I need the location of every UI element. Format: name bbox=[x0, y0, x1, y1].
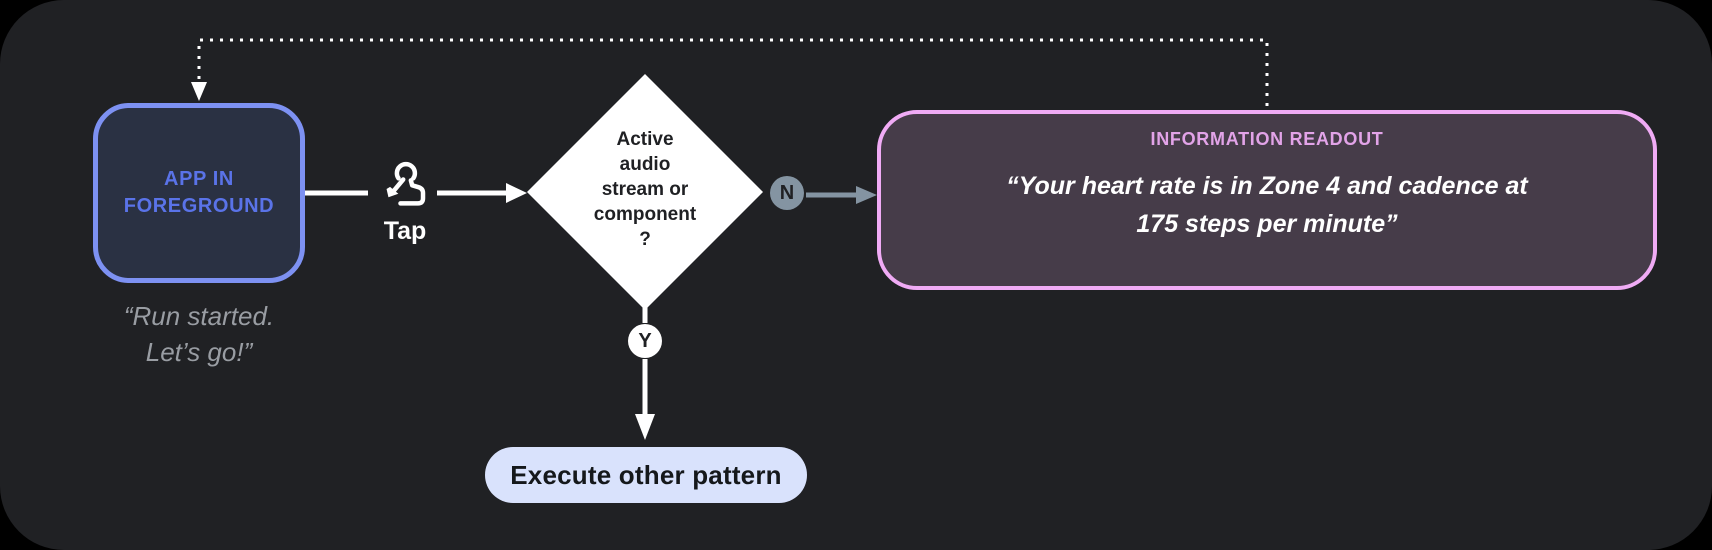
no-to-readout-arrowhead bbox=[856, 186, 877, 204]
decision-diamond bbox=[527, 74, 763, 310]
loopback-dotted-connector bbox=[197, 38, 1269, 106]
tap-gesture-icon bbox=[386, 161, 426, 206]
app-quote-caption: “Run started. Let’s go!” bbox=[123, 301, 275, 367]
execute-other-pattern-label: Execute other pattern bbox=[510, 459, 782, 490]
information-readout-node: INFORMATION READOUT “Your heart rate is … bbox=[877, 110, 1657, 290]
yes-to-execute-arrowhead bbox=[635, 414, 655, 440]
tap-gesture-group: Tap bbox=[368, 155, 442, 246]
tap-label: Tap bbox=[383, 217, 427, 245]
branch-no-letter: N bbox=[779, 181, 795, 204]
app-foreground-node: APP IN FOREGROUND bbox=[93, 103, 305, 283]
branch-badge-no: N bbox=[770, 176, 804, 210]
branch-yes-letter: Y bbox=[638, 329, 652, 352]
loopback-arrowhead bbox=[191, 82, 207, 101]
tap-to-decision-arrowhead bbox=[506, 183, 527, 203]
readout-title: INFORMATION READOUT bbox=[1150, 129, 1384, 149]
decision-label: Active audio stream or component ? bbox=[593, 129, 697, 250]
app-foreground-label: APP IN FOREGROUND bbox=[123, 168, 275, 217]
readout-quote: “Your heart rate is in Zone 4 and cadenc… bbox=[1006, 172, 1528, 238]
branch-badge-yes: Y bbox=[628, 324, 662, 358]
execute-other-pattern-node: Execute other pattern bbox=[485, 447, 807, 503]
